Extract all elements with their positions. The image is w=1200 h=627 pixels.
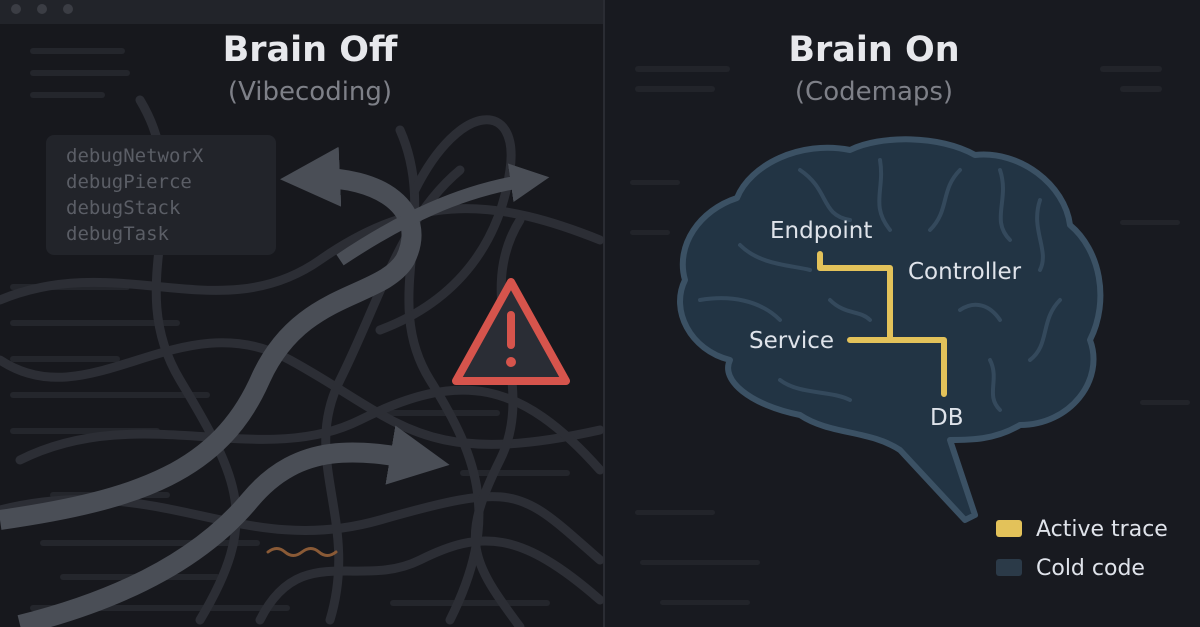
function-item-2: debugPierce [66, 171, 192, 193]
active-trace-path [817, 251, 947, 397]
brain-folds [698, 158, 1062, 412]
node-db-label: DB [930, 405, 964, 431]
legend-active-swatch [996, 520, 1022, 537]
function-item-3: debugStack [66, 197, 181, 219]
right-code-lines [630, 66, 1190, 605]
tangled-arrow-right [17, 425, 450, 627]
left-code-lines [10, 48, 570, 611]
legend-active-label: Active trace [1036, 517, 1168, 542]
tangled-arrow-up-left [0, 146, 422, 530]
warning-triangle-icon [452, 278, 570, 385]
tangled-arrow-up-right [336, 163, 550, 266]
left-panel-title: Brain Off [223, 30, 398, 70]
window-minimize-icon[interactable] [37, 4, 47, 14]
node-endpoint-label: Endpoint [770, 218, 872, 244]
panel-divider [603, 0, 605, 627]
right-panel-subtitle: (Codemaps) [795, 77, 953, 107]
right-panel-title: Brain On [788, 30, 959, 70]
function-item-4: debugTask [66, 223, 170, 245]
window-maximize-icon[interactable] [63, 4, 73, 14]
squiggle-mark [266, 547, 338, 557]
window-close-icon[interactable] [11, 4, 21, 14]
legend-cold-swatch [996, 559, 1022, 576]
legend-cold-label: Cold code [1036, 556, 1145, 581]
node-service-label: Service [749, 328, 834, 354]
function-item-1: debugNetworX [66, 145, 204, 167]
node-controller-label: Controller [908, 259, 1022, 285]
function-list-box [46, 135, 276, 255]
left-panel-subtitle: (Vibecoding) [228, 77, 392, 107]
